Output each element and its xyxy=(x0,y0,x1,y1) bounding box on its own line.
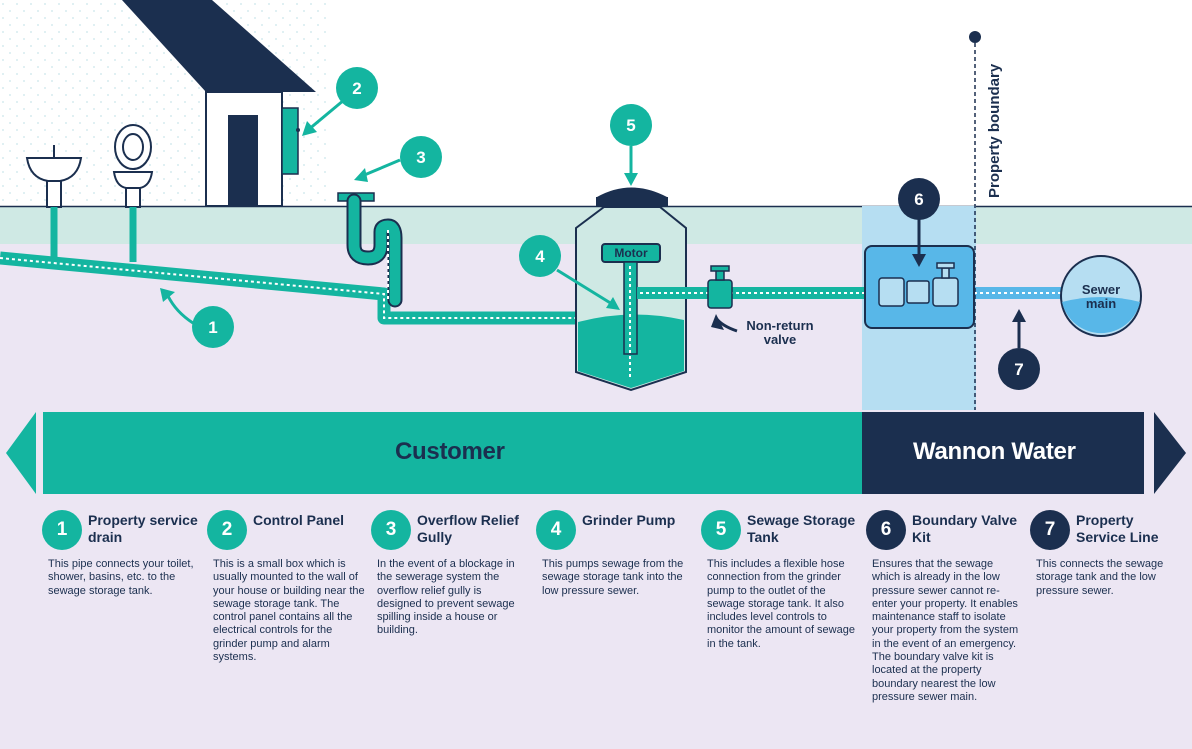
house xyxy=(122,0,316,207)
legend-title-1: Property service drain xyxy=(88,512,198,545)
legend-badge-6: 6 xyxy=(866,510,906,550)
legend-badge-4: 4 xyxy=(536,510,576,550)
callout-arrow-7 xyxy=(1012,309,1026,348)
legend-desc-4: This pumps sewage from the sewage storag… xyxy=(542,558,684,597)
legend-title-4: Grinder Pump xyxy=(582,512,676,528)
right-arrowhead xyxy=(1154,412,1186,494)
callout-label-5: 5 xyxy=(626,116,635,135)
callout-arrows xyxy=(166,98,633,325)
callout-badge-4 xyxy=(519,235,561,277)
legend-title-7: Property Service Line xyxy=(1076,512,1159,545)
legend-desc-1: This pipe connects your toilet, shower, … xyxy=(48,558,194,597)
callout-arrow-6 xyxy=(912,218,926,267)
callout-label-1: 1 xyxy=(208,318,217,337)
legend-desc-2: This is a small box which is usually mou… xyxy=(213,558,365,664)
legend-title-5: Sewage Storage Tank xyxy=(747,512,856,545)
legend-desc-5: This includes a flexible hose connection… xyxy=(707,558,855,650)
control-panel xyxy=(281,107,300,175)
legend-title-3: Overflow Relief Gully xyxy=(417,512,519,545)
callout-label-2: 2 xyxy=(352,79,361,98)
legend-badge-3: 3 xyxy=(371,510,411,550)
toilet-icon xyxy=(112,124,154,208)
callout-label-4: 4 xyxy=(535,247,545,266)
customer-band xyxy=(43,412,862,494)
legend-title-2: Control Panel xyxy=(253,512,345,528)
callout-badge-2 xyxy=(336,67,378,109)
legend-badge-5: 5 xyxy=(701,510,741,550)
authority-band xyxy=(862,412,1144,494)
ownership-band xyxy=(6,412,1186,494)
house-door xyxy=(228,115,258,206)
callout-badge-7 xyxy=(998,348,1040,390)
legend-desc-3: In the event of a blockage in the sewera… xyxy=(377,558,515,637)
sewage-storage-tank xyxy=(575,187,687,392)
callout-label-7: 7 xyxy=(1014,360,1023,379)
legend-desc-7: This connects the sewage storage tank an… xyxy=(1036,558,1164,597)
sewer-text-line: main xyxy=(1086,296,1116,311)
callout-arrowheads xyxy=(160,121,638,310)
left-arrowhead xyxy=(6,412,36,494)
callout-badge-6 xyxy=(898,178,940,220)
motor-label: Motor xyxy=(614,246,648,260)
callout-badge-3 xyxy=(400,136,442,178)
sewer-text-line: Sewer xyxy=(1082,282,1120,297)
legend-desc-6: Ensures that the sewage which is already… xyxy=(872,558,1019,703)
valve-text-line: valve xyxy=(764,332,797,347)
property-boundary-line xyxy=(969,31,981,410)
valve-text-line: Non-return xyxy=(746,318,813,333)
boundary-valve-kit xyxy=(864,245,975,329)
legend-badge-1: 1 xyxy=(42,510,82,550)
customer-label: Customer xyxy=(395,438,505,465)
callout-badge-1 xyxy=(192,306,234,348)
legend-title-6: Boundary Valve Kit xyxy=(912,512,1018,545)
callout-label-6: 6 xyxy=(914,190,923,209)
sewer-main xyxy=(1060,255,1142,337)
legend-badge-2: 2 xyxy=(207,510,247,550)
overflow-relief-gully xyxy=(337,192,403,308)
property-boundary-label: Property boundary xyxy=(986,63,1003,198)
authority-label: Wannon Water xyxy=(913,438,1076,465)
basin-icon xyxy=(25,145,83,208)
callout-badge-5 xyxy=(610,104,652,146)
callout-label-3: 3 xyxy=(416,148,425,167)
legend-badge-7: 7 xyxy=(1030,510,1070,550)
non-return-valve xyxy=(707,265,733,309)
legend-background xyxy=(0,494,1192,749)
